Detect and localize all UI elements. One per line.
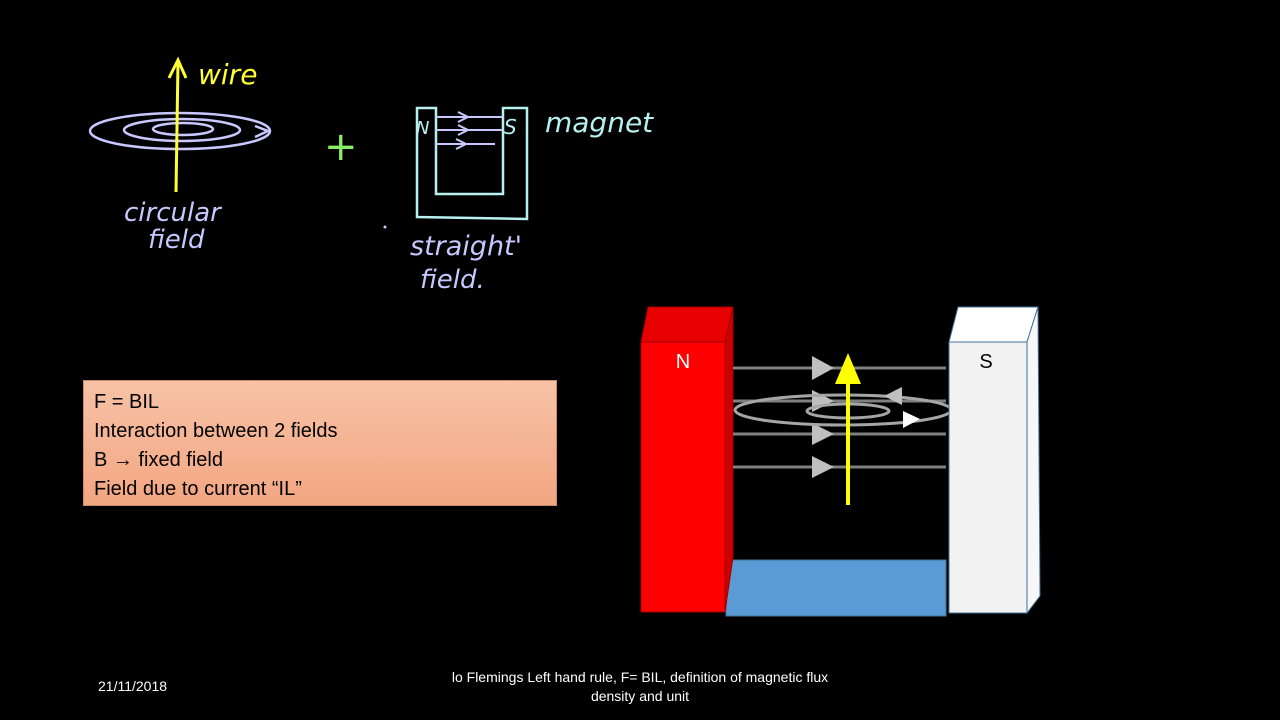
field-arrow-head — [254, 124, 272, 139]
magnet-base — [725, 559, 947, 617]
north-pole-top — [640, 306, 734, 343]
straight-field-arrow-3 — [455, 138, 469, 150]
south-pole-label: S — [979, 351, 992, 373]
wire-arrow-head — [167, 56, 188, 79]
north-pole-side — [724, 306, 734, 613]
fixed-field-line: B → fixed field — [94, 449, 223, 471]
field-ring-middle — [122, 117, 242, 143]
wire-field-arrow-left — [884, 387, 902, 405]
circular-field-sketch: wire circular field — [88, 56, 272, 255]
sketch-north-label: N — [416, 118, 429, 139]
footer-title-line-1: lo Flemings Left hand rule, F= BIL, defi… — [451, 669, 829, 685]
current-field-line: Field due to current “IL” — [94, 478, 302, 500]
slide-date: 21/11/2018 — [98, 678, 168, 694]
straight-label: straight' — [410, 231, 522, 262]
field-arrow-2 — [812, 390, 834, 412]
circular-label: circular — [124, 198, 223, 228]
straight-field-arrow-2 — [457, 124, 471, 136]
field-ring-inner — [151, 121, 215, 137]
magnet-label: magnet — [545, 106, 654, 139]
field-arrow-4 — [812, 456, 834, 478]
stray-mark — [383, 225, 387, 229]
circular-field-label: field — [148, 225, 205, 255]
plus-sign: + — [324, 124, 358, 170]
magnet-diagram: N S — [640, 306, 1041, 617]
wire-label: wire — [198, 58, 257, 91]
north-pole-front — [640, 341, 726, 613]
wire-field-arrow-right — [903, 411, 920, 428]
field-arrow-3 — [812, 423, 834, 445]
magnet-sketch: N S magnet straight' field. — [383, 106, 654, 295]
formula-line: F = BIL — [94, 391, 160, 413]
wire-line — [174, 61, 180, 193]
sketch-south-label: S — [504, 115, 517, 139]
formula-box: F = BIL Interaction between 2 fields B →… — [83, 380, 557, 506]
north-pole-label: N — [676, 351, 690, 373]
straight-field-arrow-1 — [457, 111, 471, 123]
straight-field-label: field. — [420, 265, 485, 295]
south-pole-side — [1026, 306, 1041, 615]
footer-title-line-2: density and unit — [590, 688, 690, 704]
current-arrow-head — [835, 353, 861, 384]
u-magnet-outline — [415, 106, 529, 221]
interaction-line: Interaction between 2 fields — [94, 420, 338, 442]
field-arrow-1 — [812, 356, 834, 380]
slide-footer-title: lo Flemings Left hand rule, F= BIL, defi… — [430, 668, 850, 706]
south-pole-top — [948, 306, 1039, 343]
south-pole-front — [948, 341, 1028, 614]
